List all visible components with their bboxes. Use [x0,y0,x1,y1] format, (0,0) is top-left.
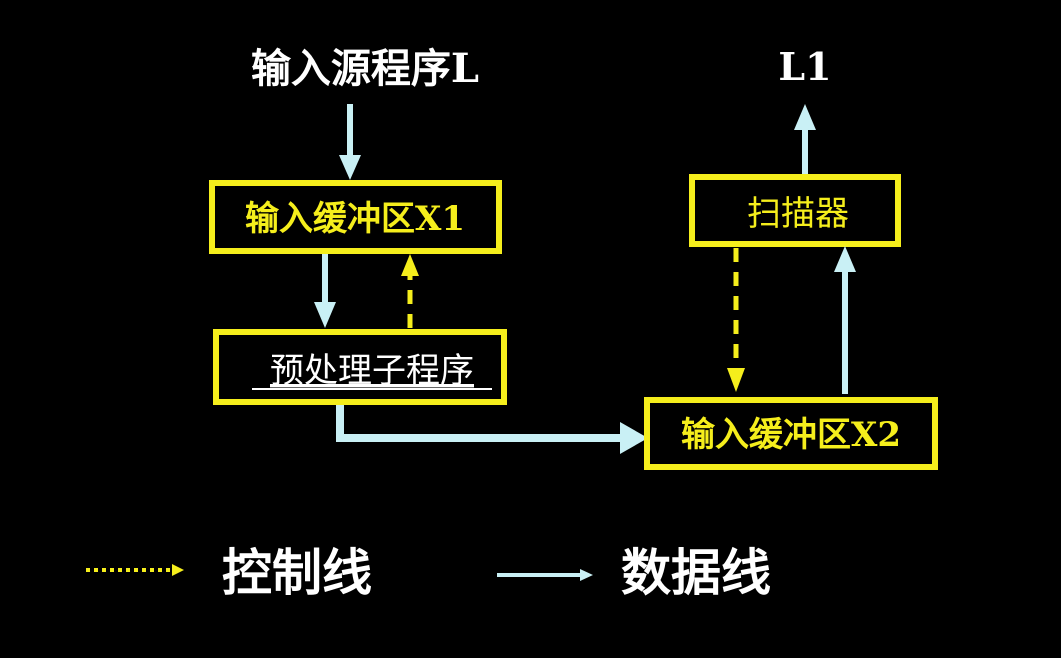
data-arrow-preprocessor-to-x2 [336,405,648,454]
input-source-label: 输入源程序L [251,45,479,92]
data-arrow-x2-to-scanner [834,246,856,394]
buffer-x1-label: 输入缓冲区X1 [245,199,465,239]
control-arrow-scanner-to-x2 [727,248,745,392]
legend-data-line-sample [497,569,593,581]
buffer-x1-node: 输入缓冲区X1 [209,180,502,254]
data-arrow-x1-to-preprocessor [314,254,336,328]
data-arrow-scanner-to-output [794,104,816,174]
buffer-x2-node: 输入缓冲区X2 [644,397,938,470]
preprocessor-node: 预处理子程序 [213,329,507,405]
scanner-label: 扫描器 [747,194,849,234]
preprocessor-label: 预处理子程序 [270,351,474,391]
legend-data-label: 数据线 [621,543,771,602]
legend-control-label: 控制线 [222,543,372,602]
data-arrow-input-to-x1 [339,104,361,180]
legend-control-line-sample [86,564,184,576]
legend: 控制线 数据线 [86,543,771,602]
buffer-x2-label: 输入缓冲区X2 [681,415,901,455]
output-label: L1 [778,44,831,89]
scanner-node: 扫描器 [689,174,901,247]
control-arrow-preprocessor-to-x1 [401,254,419,328]
